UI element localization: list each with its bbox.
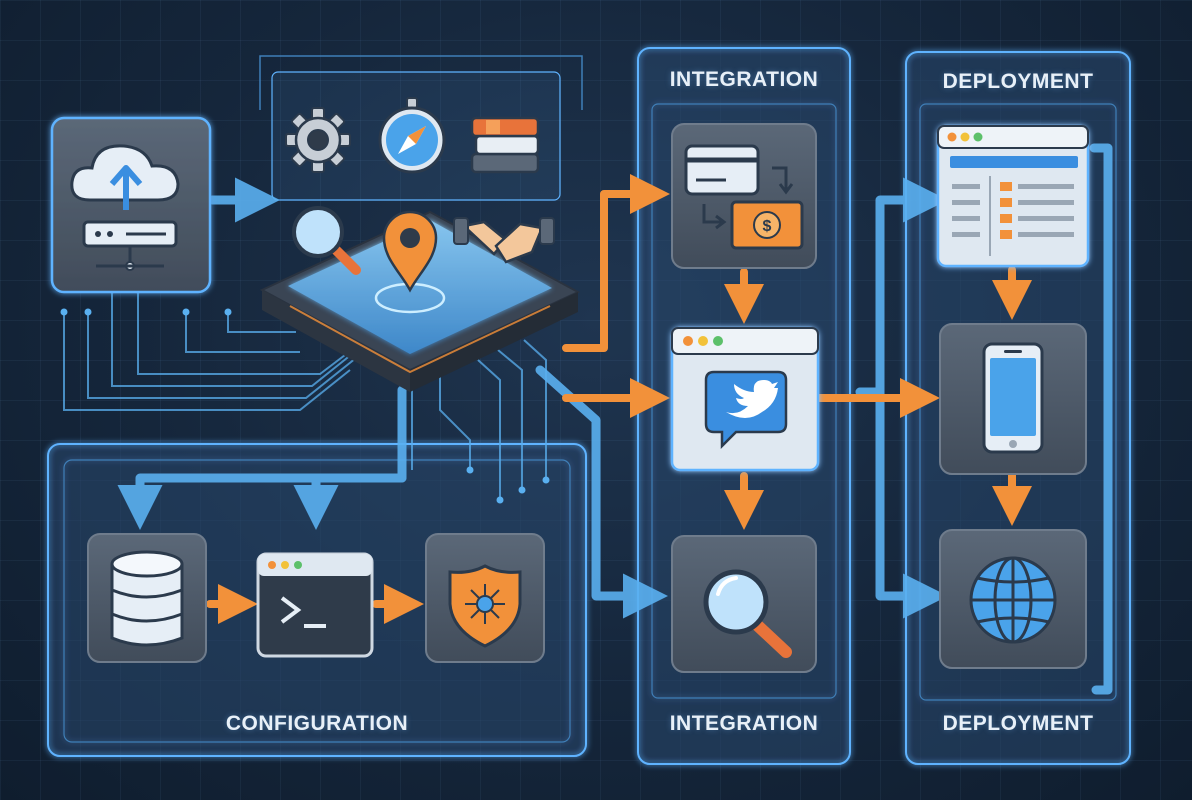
deployment-title-top: DEPLOYMENT [942, 70, 1094, 93]
deployment-node-mobile [939, 323, 1087, 475]
integration-title-top: INTEGRATION [669, 68, 819, 91]
deployment-node-browser [936, 124, 1090, 268]
orange-arrows [206, 174, 1032, 624]
integration-node-payment: $ [671, 123, 817, 269]
web-browser-window-icon [937, 125, 1089, 256]
currency-symbol: $ [763, 218, 772, 235]
cloud-upload-server-icon [70, 144, 180, 271]
trace-endpoints [60, 286, 550, 504]
integration-node-search [671, 535, 817, 673]
compass-icon [378, 97, 446, 174]
smartphone-icon [982, 342, 1044, 454]
globe-icon [969, 556, 1057, 644]
payment-card-exchange-icon: $ [684, 144, 804, 250]
source-node [50, 116, 212, 294]
integration-node-social [670, 326, 820, 472]
deployment-node-web [939, 529, 1087, 669]
terminal-icon [258, 554, 372, 628]
database-icon [110, 550, 184, 647]
search-icon [703, 569, 792, 658]
integration-title-bottom: INTEGRATION [669, 712, 819, 735]
circuit-traces [63, 290, 547, 500]
blue-connectors [117, 143, 1113, 695]
location-pin-icon [382, 210, 438, 293]
twitter-bird-icon [704, 370, 788, 450]
handshake-icon [453, 217, 555, 264]
config-node-terminal [256, 552, 374, 658]
deployment-title-bottom: DEPLOYMENT [942, 712, 1094, 735]
config-node-security [425, 533, 545, 663]
config-node-database [87, 533, 207, 663]
gear-icon [285, 107, 351, 173]
magnifier-icon [292, 206, 361, 275]
configuration-title: CONFIGURATION [225, 712, 409, 735]
books-icon [470, 116, 540, 174]
security-shield-icon [448, 564, 522, 648]
